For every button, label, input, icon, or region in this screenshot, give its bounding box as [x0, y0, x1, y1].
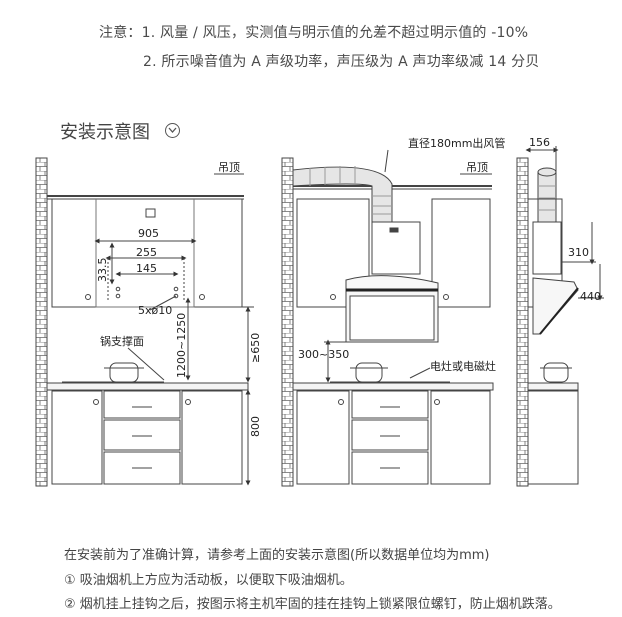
- footer-line-3: ② 烟机挂上挂钩之后，按图示将主机牢固的挂在挂钩上锁紧限位螺钉，防止烟机跌落。: [64, 597, 561, 612]
- diagram-hood-view: [281, 149, 494, 487]
- dim-33-5: 33.5: [96, 258, 109, 283]
- dim-800: 800: [249, 416, 262, 437]
- footer-line-1: 在安装前为了准确计算，请参考上面的安装示意图(所以数据单位均为mm): [64, 548, 490, 563]
- brick-wall-left: [35, 157, 48, 487]
- dim-300-350: 300~350: [298, 348, 349, 361]
- dim-1200-1250: 1200~1250: [175, 313, 188, 378]
- dim-156: 156: [529, 136, 550, 149]
- stove-label: 电灶或电磁灶: [430, 360, 496, 373]
- chevron-down-icon[interactable]: [165, 123, 180, 138]
- diagram-front-view: [35, 157, 254, 487]
- diagram-front-labels: 吊顶 905 255 145 33.5 5xø10 1200~1250 ≥650…: [96, 161, 262, 437]
- note-line-2: 2. 所示噪音值为 A 声级功率，声压级为 A 声功率级减 14 分贝: [143, 54, 540, 70]
- duct-label: 直径180mm出风管: [408, 136, 505, 150]
- dim-310: 310: [568, 246, 589, 259]
- diagram-side-labels: 156 310 440: [529, 136, 601, 303]
- pan-support-label: 锅支撑面: [100, 334, 144, 348]
- ceiling-label-2: 吊顶: [466, 161, 488, 174]
- dim-440: 440: [580, 290, 601, 303]
- footer-line-2: ① 吸油烟机上方应为活动板，以便取下吸油烟机。: [64, 573, 353, 588]
- diagram-side-view: [516, 146, 604, 487]
- diagram-hood-labels: 直径180mm出风管 吊顶 300~350 电灶或电磁灶: [298, 136, 505, 373]
- section-title: 安装示意图: [60, 122, 150, 143]
- brick-wall-mid: [281, 157, 294, 487]
- dim-905: 905: [138, 227, 159, 240]
- brick-wall-right: [516, 157, 529, 487]
- dim-255: 255: [136, 246, 157, 259]
- dim-145: 145: [136, 262, 157, 275]
- dim-650: ≥650: [249, 333, 262, 363]
- note-line-1: 注意：1. 风量 / 风压，实测值与明示值的允差不超过明示值的 -10%: [99, 25, 529, 41]
- ceiling-label-1: 吊顶: [218, 161, 240, 174]
- installation-diagram: 吊顶 905 255 145 33.5 5xø10 1200~1250 ≥650…: [35, 136, 604, 487]
- hole-label: 5xø10: [138, 304, 172, 317]
